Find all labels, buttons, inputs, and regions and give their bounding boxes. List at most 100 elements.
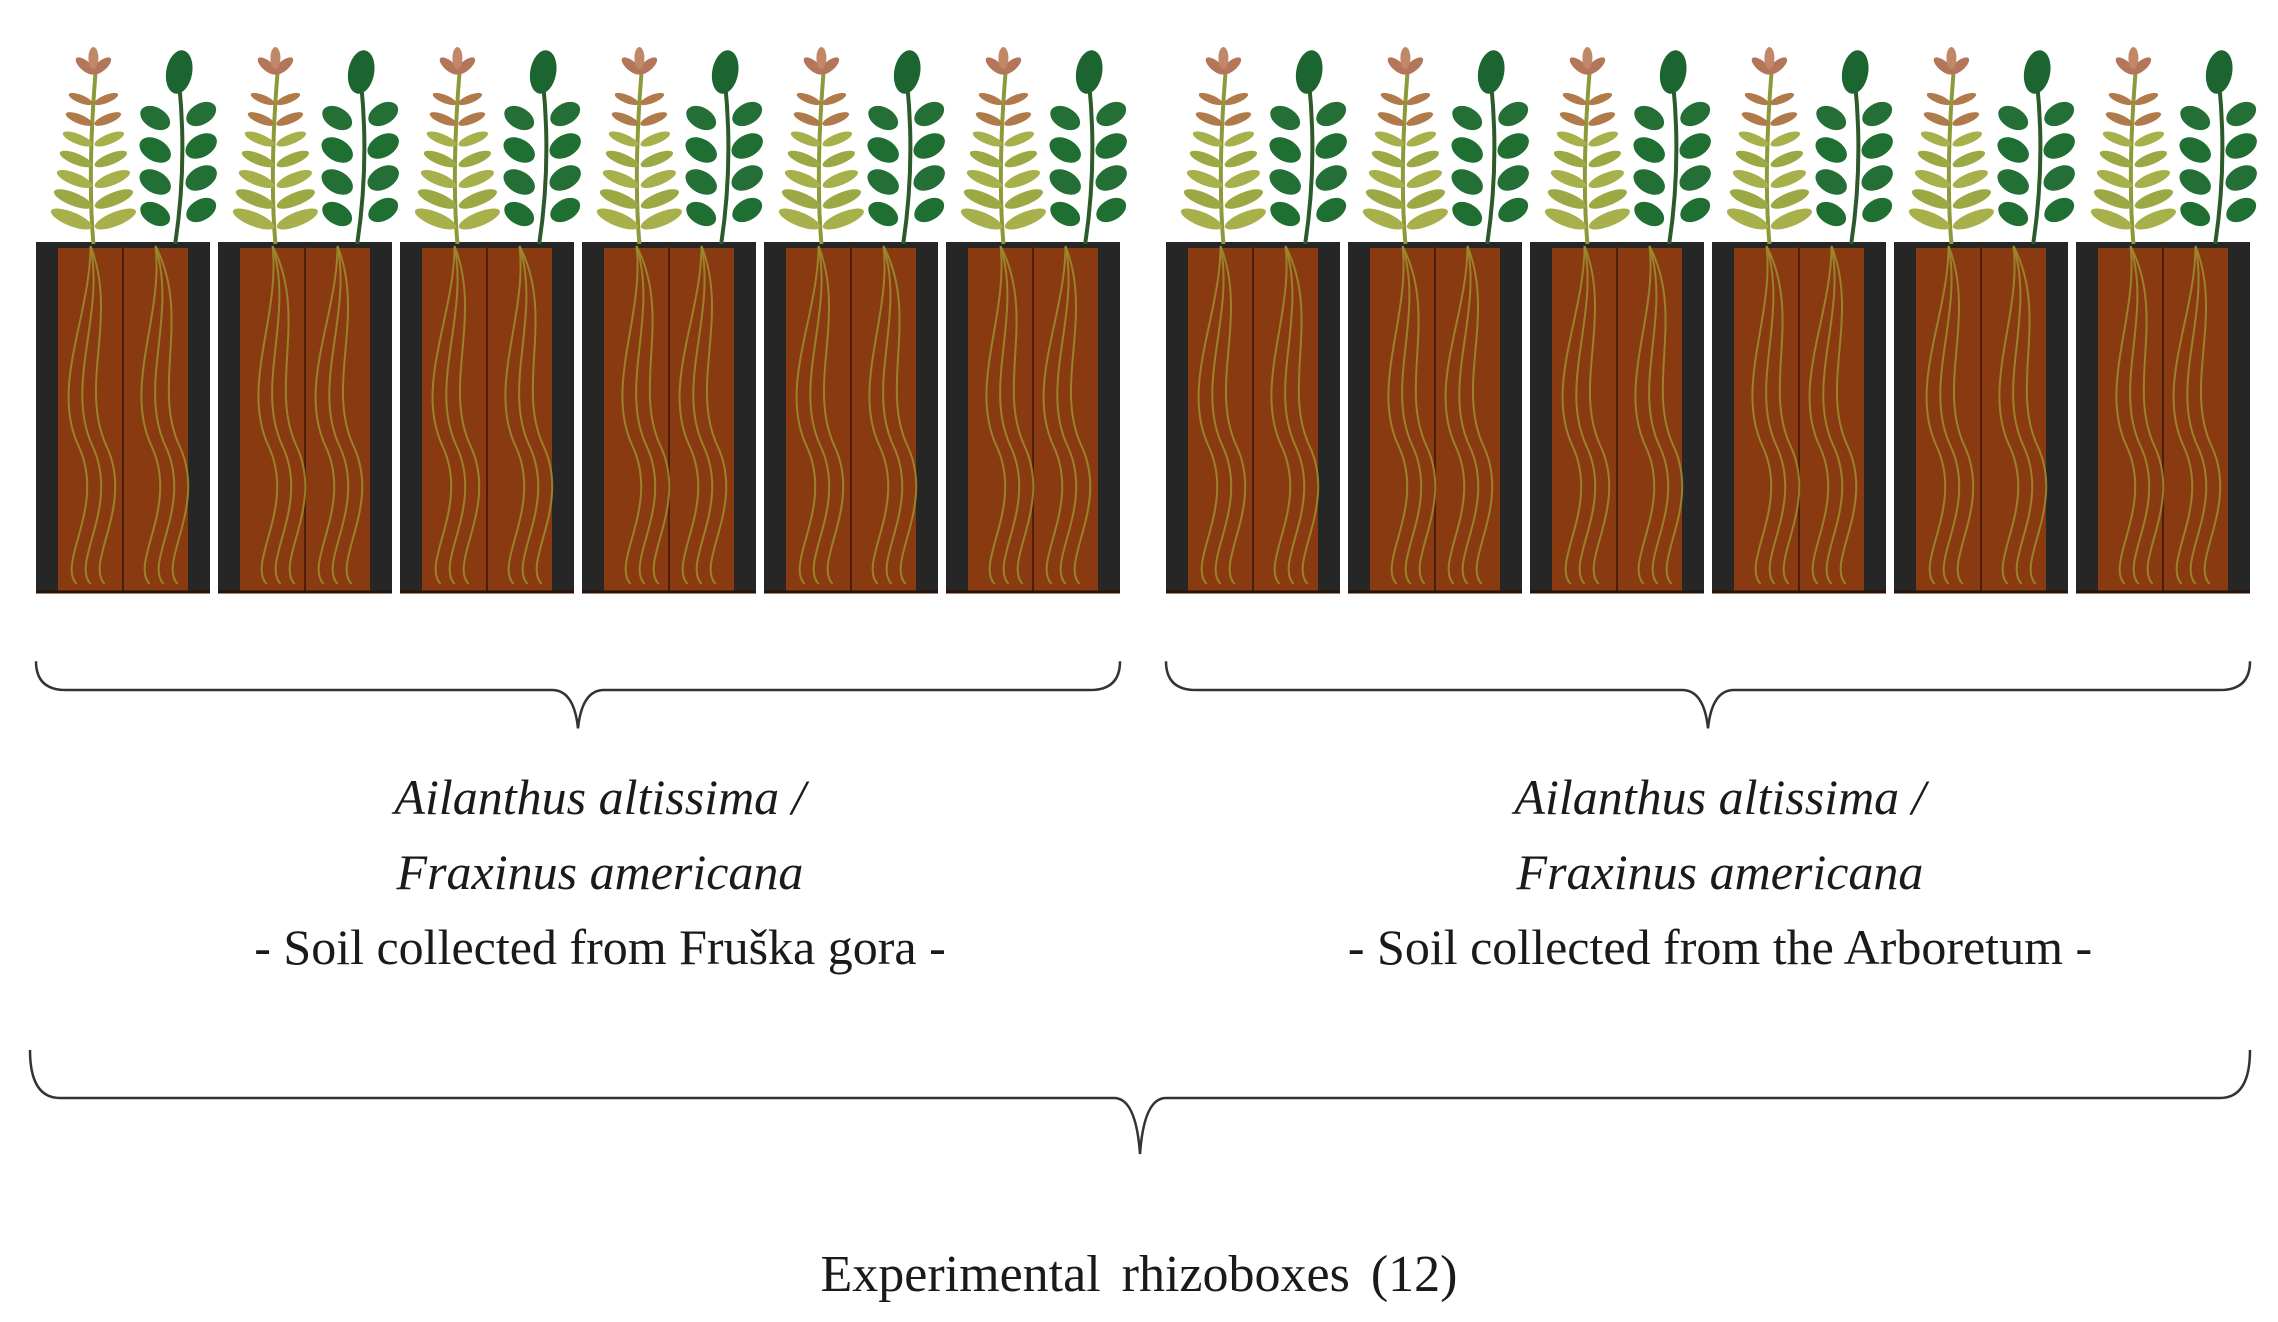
leaflet (503, 137, 535, 163)
frame-left (218, 246, 240, 592)
seedling-pair (50, 47, 217, 245)
leaflet (1764, 47, 1775, 69)
leaflet (781, 189, 821, 209)
leaflet (1544, 208, 1586, 230)
group-label-arboretum: Ailanthus altissima / Fraxinus americana… (1160, 760, 2278, 985)
leaflet (1680, 101, 1711, 127)
leaflet (1547, 189, 1587, 209)
frame-right (552, 246, 574, 592)
fraxinus-seedling (503, 50, 581, 245)
root (1042, 245, 1067, 585)
leaflet (1183, 189, 1223, 209)
root (2115, 245, 2137, 585)
leaflet (452, 47, 463, 69)
leaflet (822, 92, 847, 106)
frame-right (916, 246, 938, 592)
frame-right (1500, 246, 1522, 592)
stem (1400, 73, 1410, 245)
leaflet (822, 112, 850, 126)
species-line-fraxinus: Fraxinus americana (1516, 844, 1924, 900)
leaflet (1770, 92, 1795, 106)
leaflet (1406, 150, 1440, 168)
leaflet (1498, 101, 1529, 127)
leaflet (787, 150, 821, 168)
leaflet (1406, 92, 1431, 106)
root (314, 245, 339, 585)
leaflet (140, 201, 171, 227)
leaflet (1452, 105, 1483, 131)
leaflet (969, 150, 1003, 168)
leaflet (276, 131, 307, 147)
root (1401, 245, 1423, 585)
leaflet (1914, 169, 1951, 189)
stem (537, 83, 549, 245)
rhizobox (1348, 47, 1529, 594)
leaflet (1815, 169, 1847, 195)
leaflet (2225, 133, 2257, 159)
leaflet (1362, 208, 1404, 230)
leaflet (1556, 131, 1587, 147)
leaflet (1735, 150, 1769, 168)
leaflet (1198, 92, 1223, 106)
leaflet (1770, 169, 1807, 189)
ailanthus-seedling (50, 47, 136, 245)
leaflet (458, 150, 492, 168)
leaflet (1075, 50, 1103, 94)
leaflet (914, 101, 945, 127)
leaflet (504, 105, 535, 131)
leaflet (367, 165, 399, 191)
root (89, 245, 117, 585)
leaflet (816, 47, 827, 69)
ailanthus-seedling (960, 47, 1046, 245)
leaflet (321, 169, 353, 195)
leaflet (1952, 169, 1989, 189)
root (635, 245, 671, 585)
root (1270, 245, 1292, 585)
leaflet (235, 189, 275, 209)
ailanthus-seedling (1362, 47, 1448, 245)
root-system (1751, 245, 1858, 585)
leaflet (1497, 133, 1529, 159)
seedling-pair (960, 47, 1127, 245)
leaflet (1004, 169, 1041, 189)
root (635, 245, 657, 585)
leaflet (602, 169, 639, 189)
leaflet (1588, 112, 1616, 126)
leaflet (1224, 112, 1252, 126)
root (2172, 245, 2197, 585)
leaflet (91, 57, 112, 75)
leaflet (793, 112, 821, 126)
frame-left (582, 246, 604, 592)
leaflet (1562, 92, 1587, 106)
leaflet (458, 189, 498, 209)
leaflet (549, 165, 581, 191)
ailanthus-seedling (1726, 47, 1812, 245)
leaflet (321, 137, 353, 163)
root-system (1197, 245, 1320, 585)
leaflet (420, 169, 457, 189)
root (1583, 245, 1611, 585)
root (1765, 245, 1801, 585)
leaflet (2225, 165, 2257, 191)
leaflet (1451, 169, 1483, 195)
leaflet (998, 47, 1009, 69)
root (1211, 245, 1233, 585)
rhizobox (582, 47, 763, 594)
leaflet (1049, 137, 1081, 163)
leaflet (347, 50, 375, 94)
root (700, 245, 728, 585)
leaflet (1997, 137, 2029, 163)
frame-right (2228, 246, 2250, 592)
leaflet (550, 101, 581, 127)
root (1925, 245, 1950, 585)
frame-top (218, 242, 392, 248)
ailanthus-seedling (232, 47, 318, 245)
leaflet (1403, 57, 1424, 75)
frame-right (1318, 246, 1340, 592)
leaflet (1862, 197, 1893, 223)
leaflet (2134, 131, 2165, 147)
root (67, 245, 92, 585)
frame-top (400, 242, 574, 248)
ailanthus-seedling (1180, 47, 1266, 245)
leaflet (186, 197, 217, 223)
